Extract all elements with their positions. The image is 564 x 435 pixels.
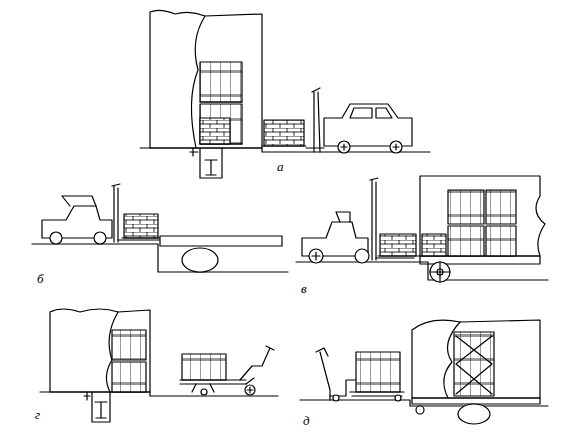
- panel-letter: б: [36, 272, 45, 285]
- scheme-a: [140, 10, 430, 178]
- scheme-c: [296, 176, 548, 282]
- panel-letter: д: [302, 414, 311, 427]
- panel-letter: а: [276, 160, 285, 173]
- panel-letter: г: [34, 408, 41, 421]
- scheme-d: [40, 309, 278, 422]
- scheme-b: [32, 184, 288, 272]
- panel-letter: в: [300, 282, 308, 295]
- scheme-e: [300, 320, 548, 424]
